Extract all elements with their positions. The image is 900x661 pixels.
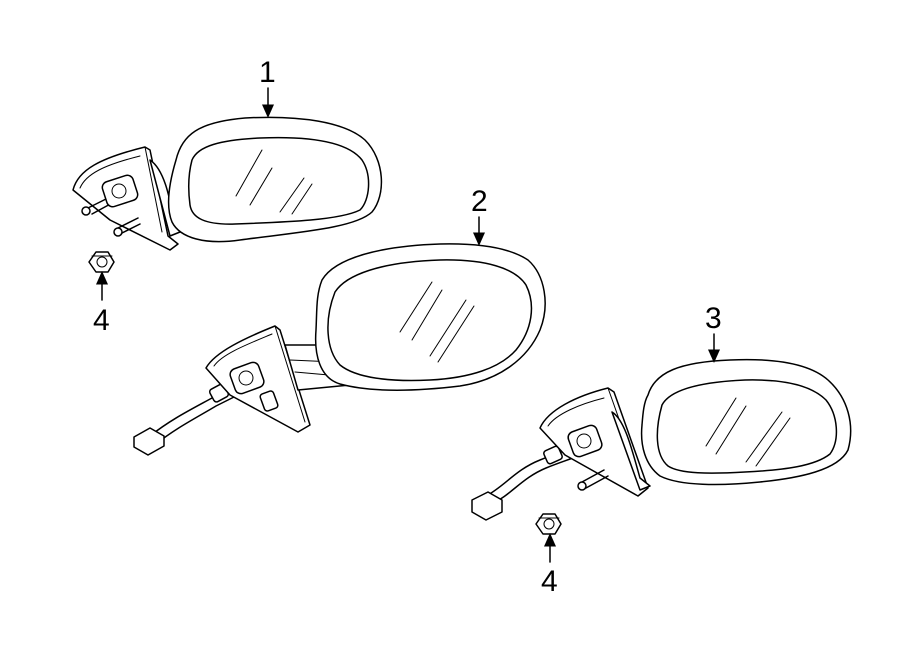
mirror-assembly-2 bbox=[133, 243, 546, 456]
nut-4-left bbox=[88, 251, 115, 273]
callout-3-label: 3 bbox=[705, 302, 722, 335]
callout-1-label: 1 bbox=[259, 56, 276, 89]
callout-4-right: 4 bbox=[541, 533, 558, 598]
callout-4-left-label: 4 bbox=[93, 304, 110, 337]
mirror-assembly-1 bbox=[72, 116, 383, 251]
nut-4-right bbox=[535, 513, 562, 535]
callout-1: 1 bbox=[259, 56, 276, 118]
callout-3: 3 bbox=[705, 302, 722, 363]
callout-2-label: 2 bbox=[471, 185, 488, 218]
callout-4-right-label: 4 bbox=[541, 565, 558, 598]
callout-2: 2 bbox=[471, 185, 488, 246]
mirror-assembly-3 bbox=[471, 358, 852, 521]
callout-4-left: 4 bbox=[93, 271, 110, 337]
